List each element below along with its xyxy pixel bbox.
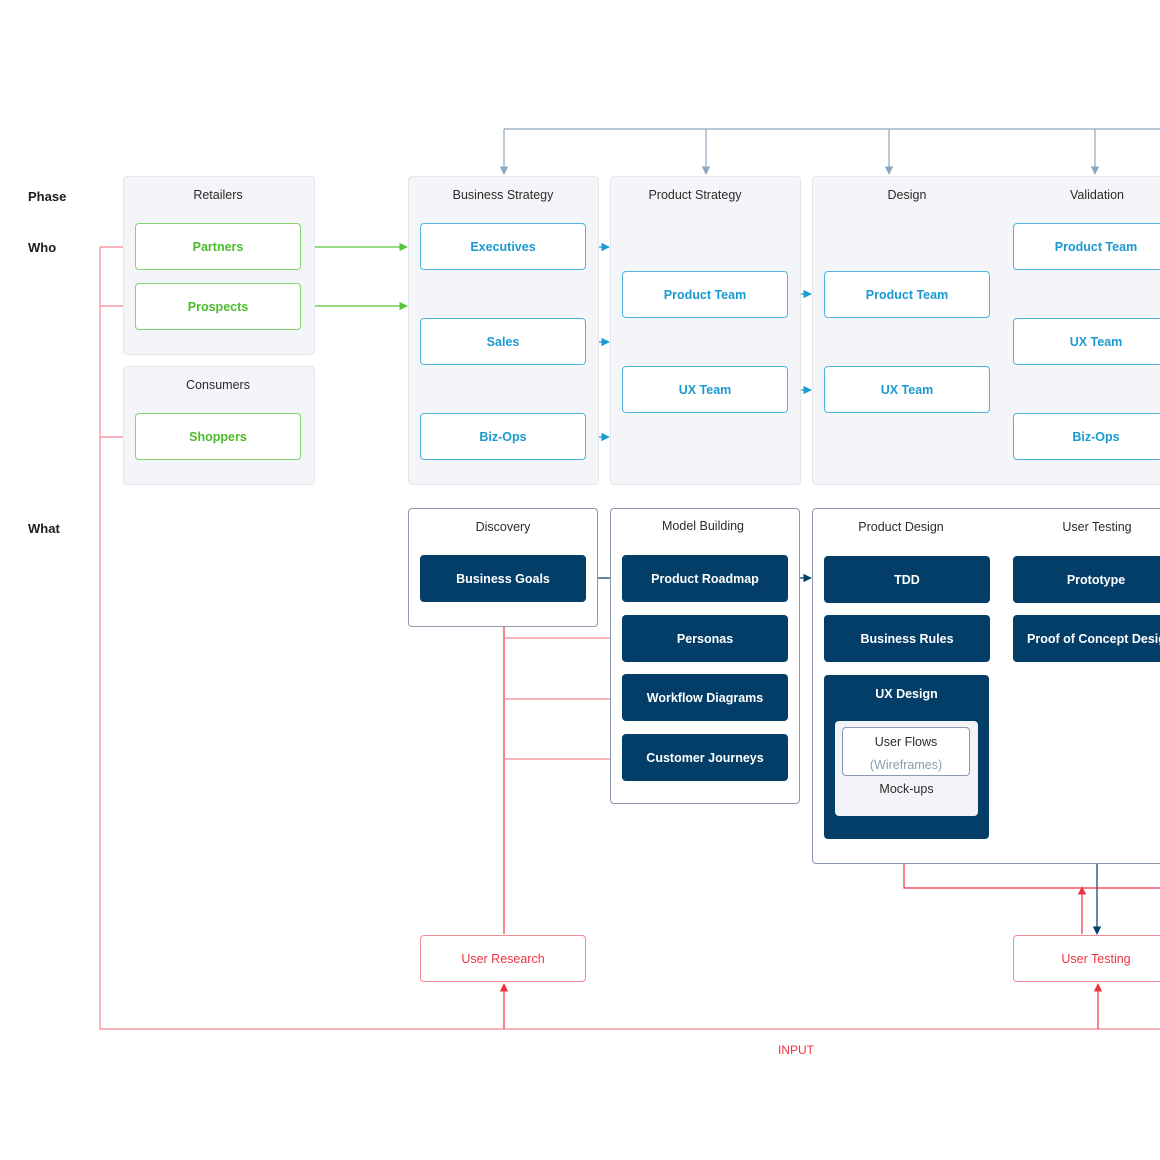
design-product-team-node[interactable]: Product Team xyxy=(824,271,990,318)
design-title: Design xyxy=(887,188,927,202)
validation-product-team-node[interactable]: Product Team xyxy=(1013,223,1160,270)
input-label: INPUT xyxy=(778,1043,814,1057)
prospects-node[interactable]: Prospects xyxy=(135,283,301,330)
mockups-label: Mock-ups xyxy=(879,782,934,796)
tdd-node[interactable]: TDD xyxy=(824,556,990,603)
executives-node[interactable]: Executives xyxy=(420,223,586,270)
proof-of-concept-node[interactable]: Proof of Concept Design xyxy=(1013,615,1160,662)
shoppers-node[interactable]: Shoppers xyxy=(135,413,301,460)
personas-node[interactable]: Personas xyxy=(622,615,788,662)
consumers-title: Consumers xyxy=(186,378,250,392)
product-roadmap-node[interactable]: Product Roadmap xyxy=(622,555,788,602)
ux-design-title: UX Design xyxy=(875,687,938,701)
retailers-title: Retailers xyxy=(193,188,243,202)
wireframes-label: (Wireframes) xyxy=(869,758,943,772)
product-design-title: Product Design xyxy=(858,520,944,534)
user-flows-box[interactable] xyxy=(842,727,970,776)
row-label-who: Who xyxy=(28,240,57,255)
discovery-title: Discovery xyxy=(475,520,531,534)
business-strategy-title: Business Strategy xyxy=(452,188,554,202)
partners-node[interactable]: Partners xyxy=(135,223,301,270)
product-strategy-panel xyxy=(610,176,801,485)
user-flows-label: User Flows xyxy=(874,735,938,749)
biz-ops-node[interactable]: Biz-Ops xyxy=(420,413,586,460)
validation-ux-team-node[interactable]: UX Team xyxy=(1013,318,1160,365)
validation-title: Validation xyxy=(1070,188,1124,202)
user-testing-input[interactable]: User Testing xyxy=(1013,935,1160,982)
model-building-title: Model Building xyxy=(662,519,744,533)
row-label-phase: Phase xyxy=(28,189,67,204)
ps-product-team-node[interactable]: Product Team xyxy=(622,271,788,318)
workflow-diagrams-node[interactable]: Workflow Diagrams xyxy=(622,674,788,721)
sales-node[interactable]: Sales xyxy=(420,318,586,365)
ps-ux-team-node[interactable]: UX Team xyxy=(622,366,788,413)
row-label-what: What xyxy=(28,521,60,536)
customer-journeys-node[interactable]: Customer Journeys xyxy=(622,734,788,781)
prototype-node[interactable]: Prototype xyxy=(1013,556,1160,603)
product-strategy-title: Product Strategy xyxy=(648,188,742,202)
user-research-input[interactable]: User Research xyxy=(420,935,586,982)
business-rules-node[interactable]: Business Rules xyxy=(824,615,990,662)
design-ux-team-node[interactable]: UX Team xyxy=(824,366,990,413)
validation-biz-ops-node[interactable]: Biz-Ops xyxy=(1013,413,1160,460)
business-goals-node[interactable]: Business Goals xyxy=(420,555,586,602)
user-testing-title: User Testing xyxy=(1062,520,1132,534)
